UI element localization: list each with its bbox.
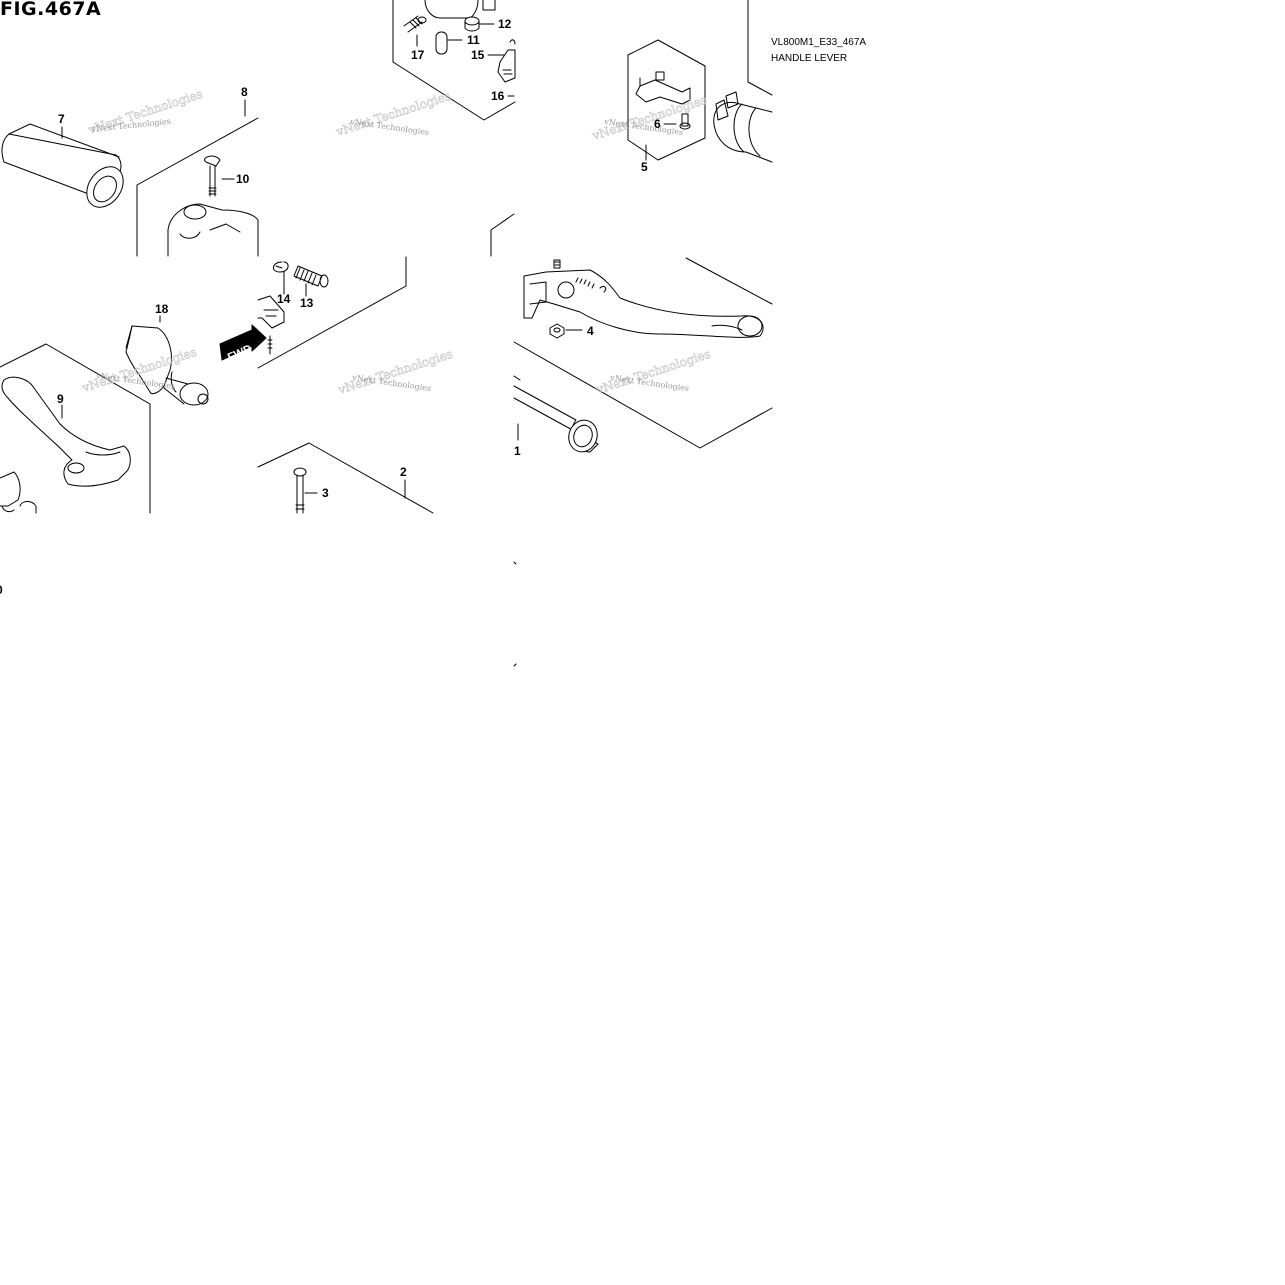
- fwd-arrow-badge: [219, 324, 267, 361]
- watermark-6: vNext Technologies: [594, 347, 713, 397]
- frame-top-box: [392, 0, 516, 121]
- clutch-lever-part-9: [1, 376, 131, 487]
- callout-12: 12: [498, 17, 512, 31]
- callout-2: 2: [400, 465, 407, 479]
- callout-10: 10: [236, 172, 250, 186]
- frame-right-lower: [513, 257, 773, 449]
- nut-part-4: [549, 323, 583, 339]
- frame-part5-box: [627, 39, 706, 161]
- callout-11: 11: [467, 33, 480, 47]
- frame-right-tile: [490, 213, 515, 257]
- screw-part-6: [663, 113, 691, 130]
- frame-left-lower: [0, 343, 151, 514]
- callout-7: 7: [58, 112, 65, 126]
- bottom-left-parts: [0, 471, 37, 514]
- screw-part-13: [293, 265, 329, 297]
- frame-part8-box: [136, 117, 259, 257]
- watermark-5: vNext Technologies: [336, 347, 455, 397]
- grip-part-7: [1, 123, 124, 208]
- switch-cluster: [403, 0, 516, 97]
- callout-3: 3: [322, 486, 329, 500]
- callout-8: 8: [241, 85, 248, 99]
- frame-mid-tile: [257, 256, 407, 369]
- brake-lever: [523, 259, 764, 338]
- bolt-part-10: [204, 155, 235, 197]
- clip-part-14: [273, 261, 289, 295]
- callout-15: 15: [471, 48, 485, 62]
- dust-cover-part-18: [125, 315, 209, 406]
- callout-1: 1: [514, 444, 521, 458]
- throttle-grip: [713, 91, 773, 163]
- callout-4: 4: [587, 324, 594, 338]
- switch-part-5: [635, 71, 691, 161]
- pivot-bolt-part-3: [293, 467, 318, 514]
- lever-holder-part-8: [167, 99, 259, 257]
- part-name: HANDLE LEVER: [771, 53, 848, 64]
- frame-part2-box: [257, 442, 434, 514]
- callout-9: 9: [57, 392, 64, 406]
- model-code: VL800M1_E33_467A: [771, 37, 867, 48]
- callout-6: 6: [654, 117, 661, 131]
- frame-right-top: [747, 0, 773, 96]
- figure-number: FIG.467A: [0, 0, 102, 20]
- callout-14: 14: [277, 292, 291, 306]
- callout-5: 5: [641, 160, 648, 174]
- handlebar-part-1: [513, 385, 599, 453]
- callout-labels: 1 2 3 4 5 6 7 8 9 10 11 12 13 14 15 16 1…: [0, 17, 661, 597]
- callout-13: 13: [300, 296, 314, 310]
- callout-16: 16: [491, 89, 505, 103]
- callout-18: 18: [155, 302, 169, 316]
- callout-17: 17: [411, 48, 425, 62]
- stray-numeral: 0: [0, 583, 3, 597]
- cable-adjuster: [257, 295, 285, 355]
